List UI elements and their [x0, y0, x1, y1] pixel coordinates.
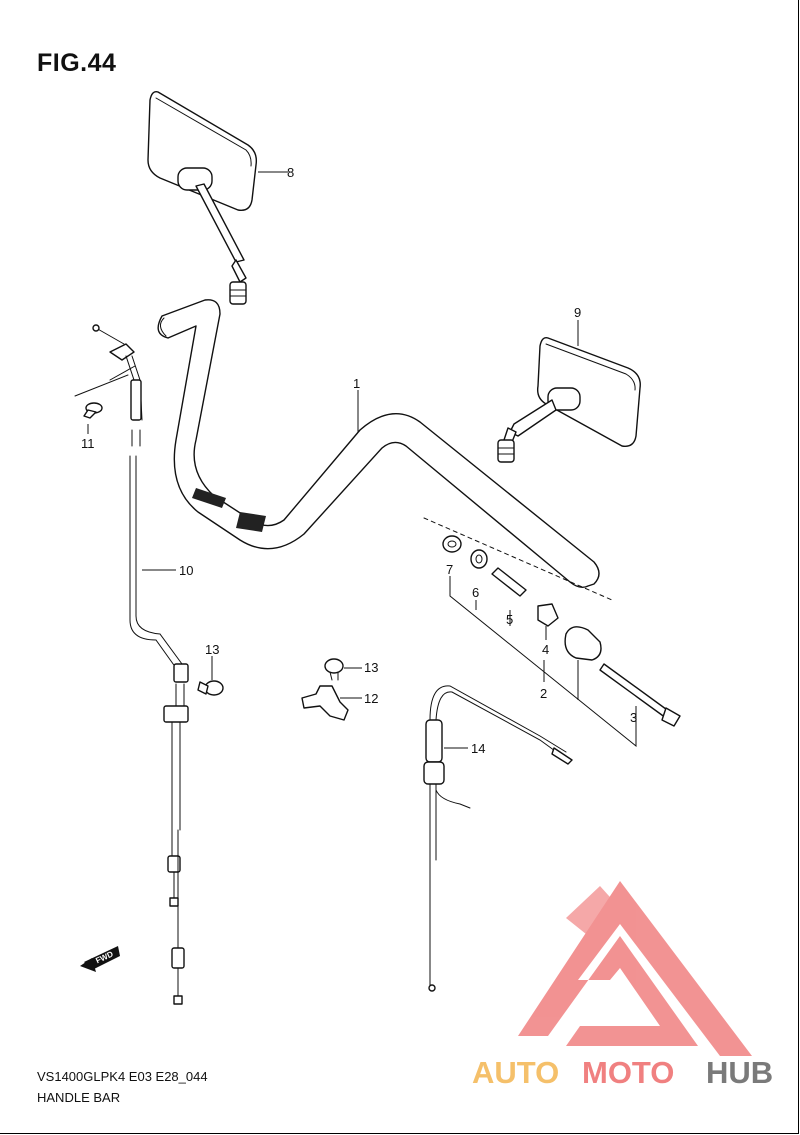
throttle-cable [92, 324, 189, 1005]
automotohub-logo: AUTO MOTO HUB [472, 881, 773, 1090]
logo-triangle-mark [518, 881, 752, 1056]
section-name: HANDLE BAR [37, 1090, 121, 1105]
bar-end-parts [442, 535, 681, 727]
handlebar [157, 299, 600, 589]
callout-5: 5 [506, 612, 513, 627]
callout-12: 12 [364, 691, 378, 706]
mirror-left [147, 90, 258, 305]
callout-6: 6 [472, 585, 479, 600]
fwd-arrow: FWD [80, 946, 120, 972]
callout-7: 7 [446, 562, 453, 577]
figure-title: FIG.44 [37, 49, 117, 77]
callout-14: 14 [471, 741, 485, 756]
callout-11: 11 [81, 436, 95, 451]
mirror-right [497, 336, 641, 463]
callout-13-center: 13 [364, 660, 378, 675]
logo-text-moto: MOTO [582, 1055, 674, 1090]
switch-cable [423, 685, 573, 992]
callout-1: 1 [353, 376, 360, 391]
grip-knurl-a [192, 488, 226, 508]
screw-13-center [324, 658, 344, 681]
screw-13-left [197, 680, 224, 696]
callout-10: 10 [179, 563, 193, 578]
logo-text-auto: AUTO [472, 1055, 559, 1090]
callout-13-left: 13 [205, 642, 219, 657]
callout-2: 2 [540, 686, 547, 701]
clamp-12 [301, 685, 349, 721]
screw-11 [83, 402, 103, 419]
model-code: VS1400GLPK4 E03 E28_044 [37, 1069, 208, 1084]
grip-knurl-b [236, 512, 266, 532]
callout-9: 9 [574, 305, 581, 320]
callout-8: 8 [287, 165, 294, 180]
footer: VS1400GLPK4 E03 E28_044 HANDLE BAR [37, 1066, 208, 1108]
callout-3: 3 [630, 710, 637, 725]
logo-text-hub: HUB [706, 1055, 773, 1090]
callout-4: 4 [542, 642, 549, 657]
